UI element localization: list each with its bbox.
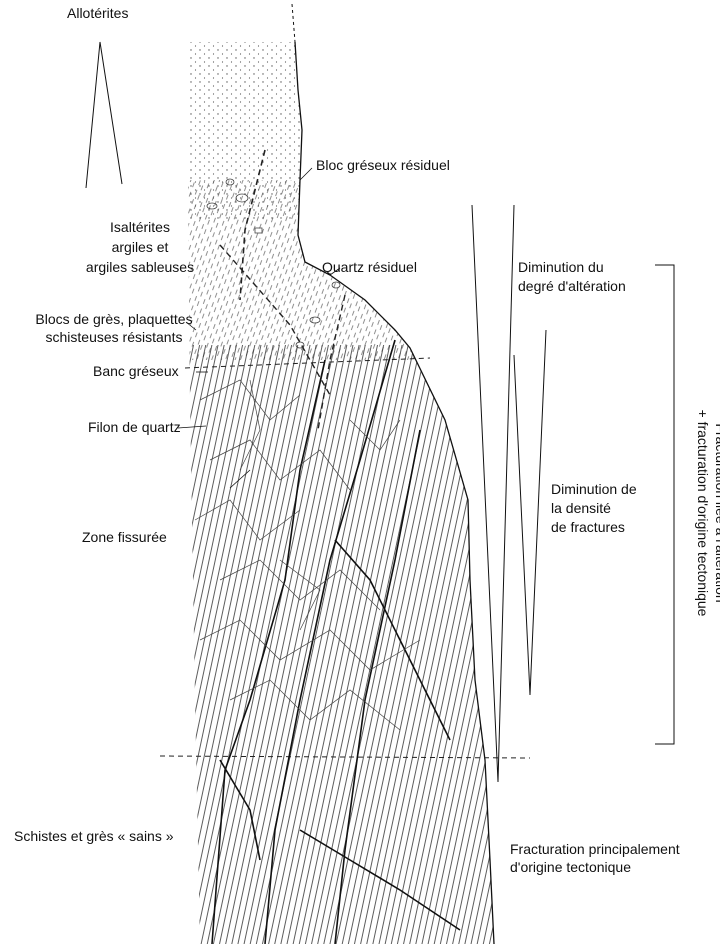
allotérites-indicator	[86, 42, 122, 188]
fracturation-alteration-line-1: Fracturation liée à l'altération	[712, 363, 720, 663]
banc-greseux-label: Banc gréseux	[93, 362, 179, 381]
isalterites-label-1: Isaltérites	[60, 218, 220, 237]
diminution-fractures-label-3: de fractures	[551, 518, 625, 537]
diminution-alteration-label-1: Diminution du	[518, 258, 604, 277]
filon-quartz-label: Filon de quartz	[88, 418, 181, 437]
fracture-decrease-wedge	[514, 330, 546, 695]
blocs-label-2: schisteuses résistants	[24, 328, 204, 347]
isalterites-label-2: argiles et	[60, 238, 220, 257]
zone-fissuree-label: Zone fissurée	[82, 528, 167, 547]
diminution-fractures-label-2: la densité	[551, 499, 611, 518]
diminution-alteration-label-2: degré d'altération	[518, 277, 626, 296]
altered-fill	[150, 30, 550, 360]
bloc-residuel-label: Bloc gréseux résiduel	[316, 156, 450, 175]
fracturation-principale-label-1: Fracturation principalement	[510, 840, 680, 859]
fracturation-alteration-vertical-label: Fracturation liée à l'altération + fract…	[694, 363, 720, 663]
diminution-fractures-label-1: Diminution de	[551, 480, 637, 499]
fracturation-alteration-line-2: + fracturation d'origine tectonique	[694, 363, 712, 663]
alteration-decrease-wedge	[472, 205, 514, 782]
right-bracket	[655, 265, 674, 744]
blocs-label-1: Blocs de grès, plaquettes	[24, 310, 204, 329]
isalterites-label-3: argiles sableuses	[60, 258, 220, 277]
schistes-sains-label: Schistes et grès « sains »	[14, 827, 174, 846]
allotérites-label: Allotérites	[67, 4, 128, 23]
fracturation-principale-label-2: d'origine tectonique	[510, 858, 631, 877]
quartz-residuel-label: Quartz résiduel	[322, 258, 417, 277]
